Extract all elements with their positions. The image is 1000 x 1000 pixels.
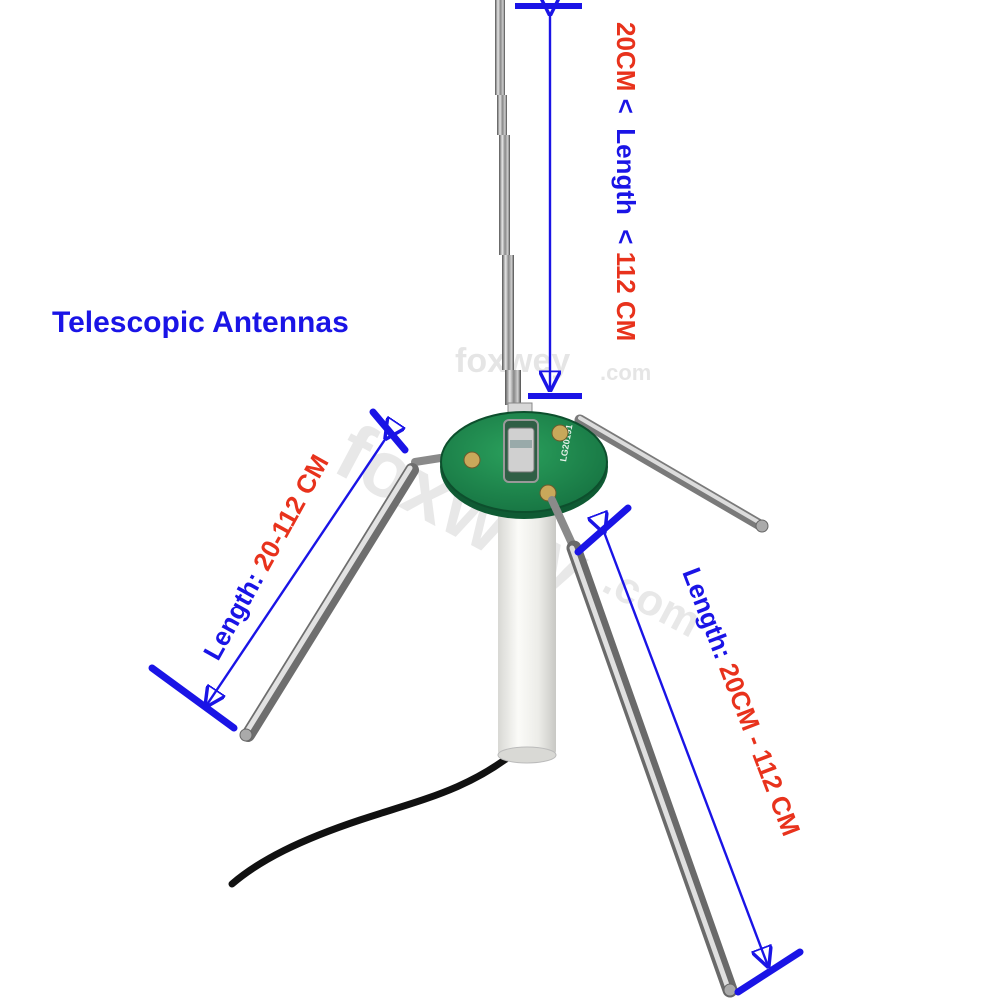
pcb-disk: LG20191 bbox=[440, 411, 608, 519]
top-dimension bbox=[515, 6, 582, 399]
left-length-value: 20-112 CM bbox=[247, 449, 335, 575]
right-length-value: 20CM - 112 CM bbox=[713, 659, 806, 840]
right-length-label: Length: 20CM - 112 CM bbox=[676, 563, 806, 839]
pvc-tube bbox=[497, 470, 557, 764]
top-length-middle: < Length < bbox=[611, 91, 641, 251]
left-dimension bbox=[148, 408, 409, 732]
title-label: Telescopic Antennas bbox=[52, 306, 349, 339]
coax-cable bbox=[228, 744, 524, 888]
radial-antenna-back-right bbox=[574, 414, 769, 533]
left-length-prefix: Length: bbox=[197, 561, 273, 665]
top-length-min: 20CM bbox=[611, 22, 641, 91]
right-dimension bbox=[574, 504, 804, 996]
top-length-label: 20CM < Length < 112 CM bbox=[611, 22, 641, 341]
top-length-max: 112 CM bbox=[611, 252, 641, 342]
watermark-suffix-top: .com bbox=[600, 360, 651, 385]
